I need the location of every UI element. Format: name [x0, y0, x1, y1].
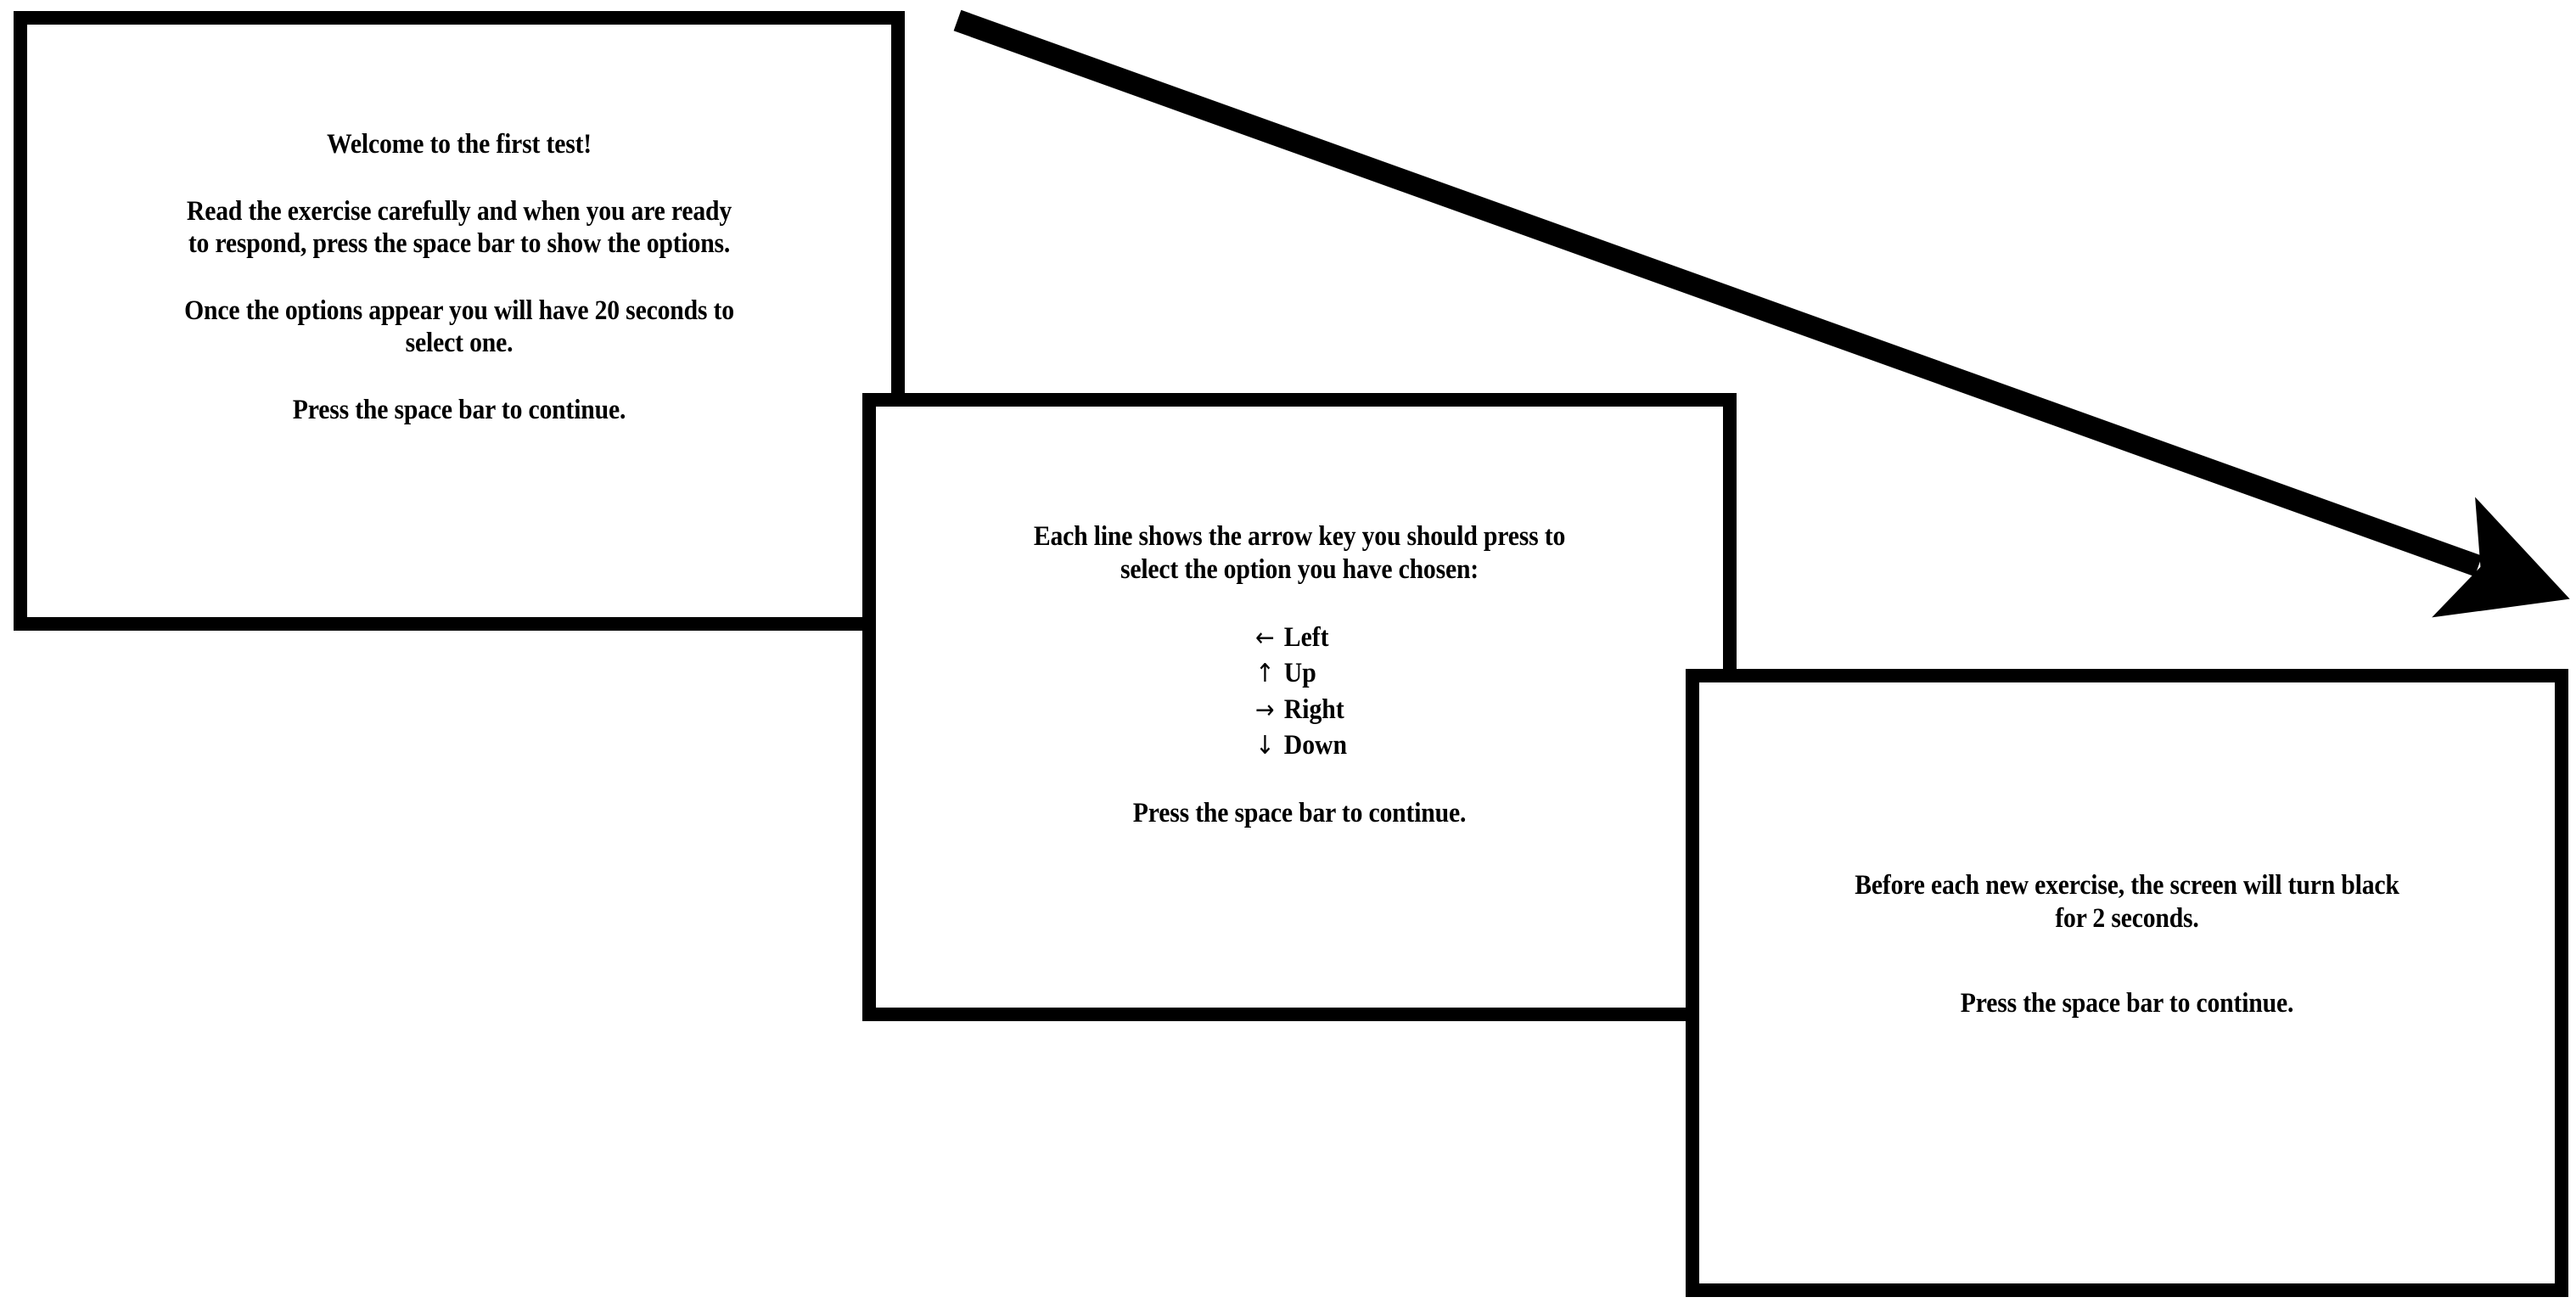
arrow-left-icon: ← — [1254, 623, 1275, 654]
black-screen-notice-panel: Before each new exercise, the screen wil… — [1686, 669, 2568, 1297]
key-map-row-up: ↑ Up — [1252, 655, 1347, 691]
arrow-key-legend-panel: Each line shows the arrow key you should… — [862, 393, 1737, 1021]
welcome-instruction-panel: Welcome to the first test! Read the exer… — [14, 11, 905, 631]
key-map-row-left: ← Left — [1252, 620, 1347, 655]
panel-2-paragraph-1: Each line shows the arrow key you should… — [1033, 521, 1566, 585]
key-map-label-down: Down — [1283, 729, 1348, 761]
panel-3-continue-prompt: Press the space bar to continue. — [1960, 988, 2294, 1019]
spacer — [70, 261, 848, 295]
panel-1-paragraph-1: Read the exercise carefully and when you… — [186, 195, 732, 260]
key-map-label-left: Left — [1283, 622, 1329, 654]
panel-1-body: Welcome to the first test! Read the exer… — [70, 25, 848, 427]
key-map-row-down: ↓ Down — [1252, 727, 1347, 763]
spacer — [1742, 935, 2511, 987]
panel-3-body: Before each new exercise, the screen wil… — [1742, 682, 2511, 1020]
panel-1-title: Welcome to the first test! — [327, 129, 592, 160]
panel-1-continue-prompt: Press the space bar to continue. — [292, 395, 626, 426]
arrow-up-icon: ↑ — [1254, 659, 1275, 689]
spacer — [70, 161, 848, 195]
key-map-label-right: Right — [1283, 694, 1344, 725]
key-map-row-right: → Right — [1252, 692, 1347, 727]
panel-2-continue-prompt: Press the space bar to continue. — [1132, 798, 1467, 829]
spacer — [70, 360, 848, 394]
spacer — [918, 763, 1681, 797]
panel-1-paragraph-2: Once the options appear you will have 20… — [184, 295, 734, 359]
spacer — [918, 586, 1681, 620]
panel-2-body: Each line shows the arrow key you should… — [918, 407, 1681, 830]
key-map-label-up: Up — [1283, 658, 1316, 689]
arrow-right-icon: → — [1254, 694, 1275, 725]
arrow-down-icon: ↓ — [1254, 730, 1275, 761]
panel-3-paragraph-1: Before each new exercise, the screen wil… — [1855, 870, 2399, 934]
arrow-key-legend-list: ← Left ↑ Up → Right ↓ Down — [1252, 620, 1347, 763]
